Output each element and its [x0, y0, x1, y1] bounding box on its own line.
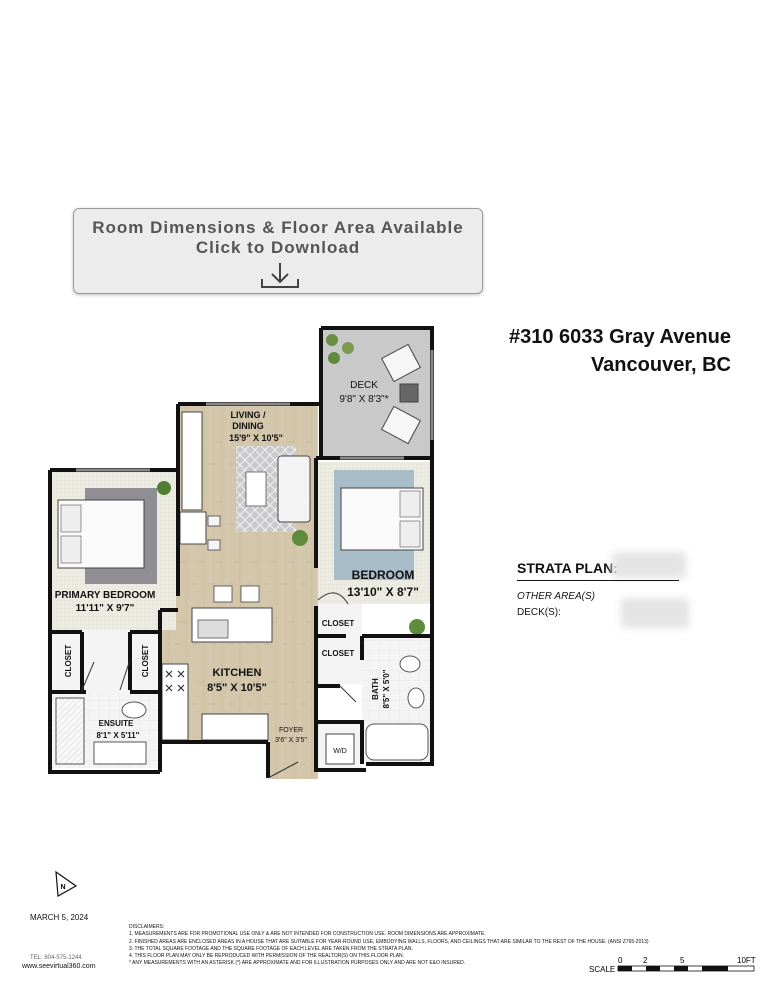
closet-label-bedroom: CLOSET	[322, 619, 355, 628]
disclaimer-item: 4. THIS FLOOR PLAN MAY ONLY BE REPRODUCE…	[129, 953, 405, 960]
washer-dryer	[325, 733, 355, 765]
bedroom-bed-pillow	[399, 490, 421, 518]
address-line1: #310 6033 Gray Avenue	[508, 326, 731, 348]
closet-label-primary-left: CLOSET	[64, 645, 73, 678]
download-floor-area-button[interactable]: Room Dimensions & Floor Area Available C…	[73, 208, 483, 294]
download-banner-line1: Room Dimensions & Floor Area Available	[92, 218, 464, 237]
scale-bar: SCALE 0 2 5 10FT	[589, 956, 756, 974]
coffee-table	[245, 471, 267, 507]
scale-tick-2: 2	[643, 956, 648, 965]
living-label-2: DINING	[232, 421, 264, 431]
bar-stool	[213, 585, 233, 603]
bedroom-dims: 13'10" X 8'7"	[347, 585, 419, 599]
kitchen-counter	[161, 663, 189, 741]
bath-label: BATH	[371, 678, 380, 700]
ensuite-label: ENSUITE	[99, 719, 134, 728]
plan-date: MARCH 5, 2024	[30, 913, 89, 922]
closet-floor-2	[318, 604, 362, 684]
living-dims: 15'9" X 10'5"	[229, 433, 283, 443]
disclaimer-item: 3. THE TOTAL SQUARE FOOTAGE AND THE SQUA…	[129, 945, 413, 952]
shower	[55, 697, 85, 765]
bathtub	[365, 723, 429, 761]
foyer-dims: 3'6" X 3'5"	[275, 737, 307, 744]
dining-chair	[207, 515, 221, 527]
north-arrow-icon: N	[55, 870, 78, 897]
windows	[76, 350, 434, 472]
kitchen-sink	[197, 619, 229, 639]
download-icon	[261, 263, 299, 288]
strata-divider	[517, 580, 679, 581]
kitchen-counter-bottom	[201, 713, 269, 741]
decks-label: DECK(S):	[517, 607, 561, 618]
deck-area-redacted	[621, 598, 689, 628]
website-link[interactable]: www.seevirtual360.com	[22, 963, 96, 970]
bath-sink	[407, 687, 425, 709]
washer-dryer-label: W/D	[333, 748, 347, 755]
scale-tick-5: 5	[680, 956, 685, 965]
living-label-1: LIVING /	[230, 410, 266, 420]
disclaimers-title: DISCLAIMERS:	[129, 924, 165, 930]
disclaimers: DISCLAIMERS: 1. MEASUREMENTS ARE FOR PRO…	[129, 924, 719, 968]
door-swings	[81, 592, 357, 779]
bath-toilet	[399, 655, 421, 673]
foyer-label: FOYER	[279, 727, 303, 734]
ensuite-vanity	[93, 741, 147, 765]
disclaimer-item: * ANY MEASUREMENTS WITH AN ASTERISK (*) …	[129, 960, 466, 967]
deck-chairs	[380, 343, 422, 445]
download-banner-line2: Click to Download	[195, 238, 361, 257]
bar-stool	[240, 585, 260, 603]
sofa	[277, 455, 311, 523]
closet-label-hall: CLOSET	[322, 649, 355, 658]
deck-label: DECK	[350, 380, 378, 391]
bedroom-bed-pillow	[399, 520, 421, 548]
strata-plan-redacted	[612, 552, 686, 578]
dining-chair	[207, 539, 221, 551]
primary-bed-pillow	[60, 504, 82, 533]
disclaimer-item: 1. MEASUREMENTS ARE FOR PROMOTIONAL USE …	[129, 931, 486, 938]
plants	[157, 334, 425, 635]
phone-number: TEL: 604-575-1244	[30, 955, 82, 961]
tv-console	[181, 411, 203, 511]
north-label: N	[60, 884, 65, 891]
primary-bedroom-dims: 11'11" X 9'7"	[76, 603, 135, 614]
hall-floor	[270, 611, 318, 779]
kitchen-label: KITCHEN	[213, 667, 262, 679]
bath-dims: 8'5" X 5'0"	[382, 669, 391, 708]
walls	[48, 326, 434, 778]
strata-plan-label: STRATA PLAN:	[517, 560, 618, 576]
other-areas-label: OTHER AREA(S)	[517, 591, 595, 602]
address-line2: Vancouver, BC	[590, 354, 731, 376]
closet-label-primary-right: CLOSET	[141, 645, 150, 678]
stove-burners	[165, 670, 185, 692]
scale-tick-10ft: 10FT	[737, 956, 756, 965]
kitchen-dims: 8'5" X 10'5"	[207, 682, 267, 694]
scale-tick-0: 0	[618, 956, 623, 965]
dining-table	[179, 511, 207, 545]
ensuite-dims: 8'1" X 5'11"	[97, 731, 140, 740]
ensuite-toilet	[121, 701, 147, 719]
disclaimer-item: 2. FINISHED AREAS ARE ENCLOSED AREAS IN …	[129, 938, 649, 945]
bedroom-label: BEDROOM	[352, 568, 415, 582]
primary-bed-pillow	[60, 535, 82, 564]
scale-label: SCALE	[589, 965, 615, 974]
primary-bedroom-label: PRIMARY BEDROOM	[55, 590, 156, 601]
closet-floor	[52, 630, 158, 692]
deck-dims: 9'8" X 8'3"*	[339, 394, 388, 405]
